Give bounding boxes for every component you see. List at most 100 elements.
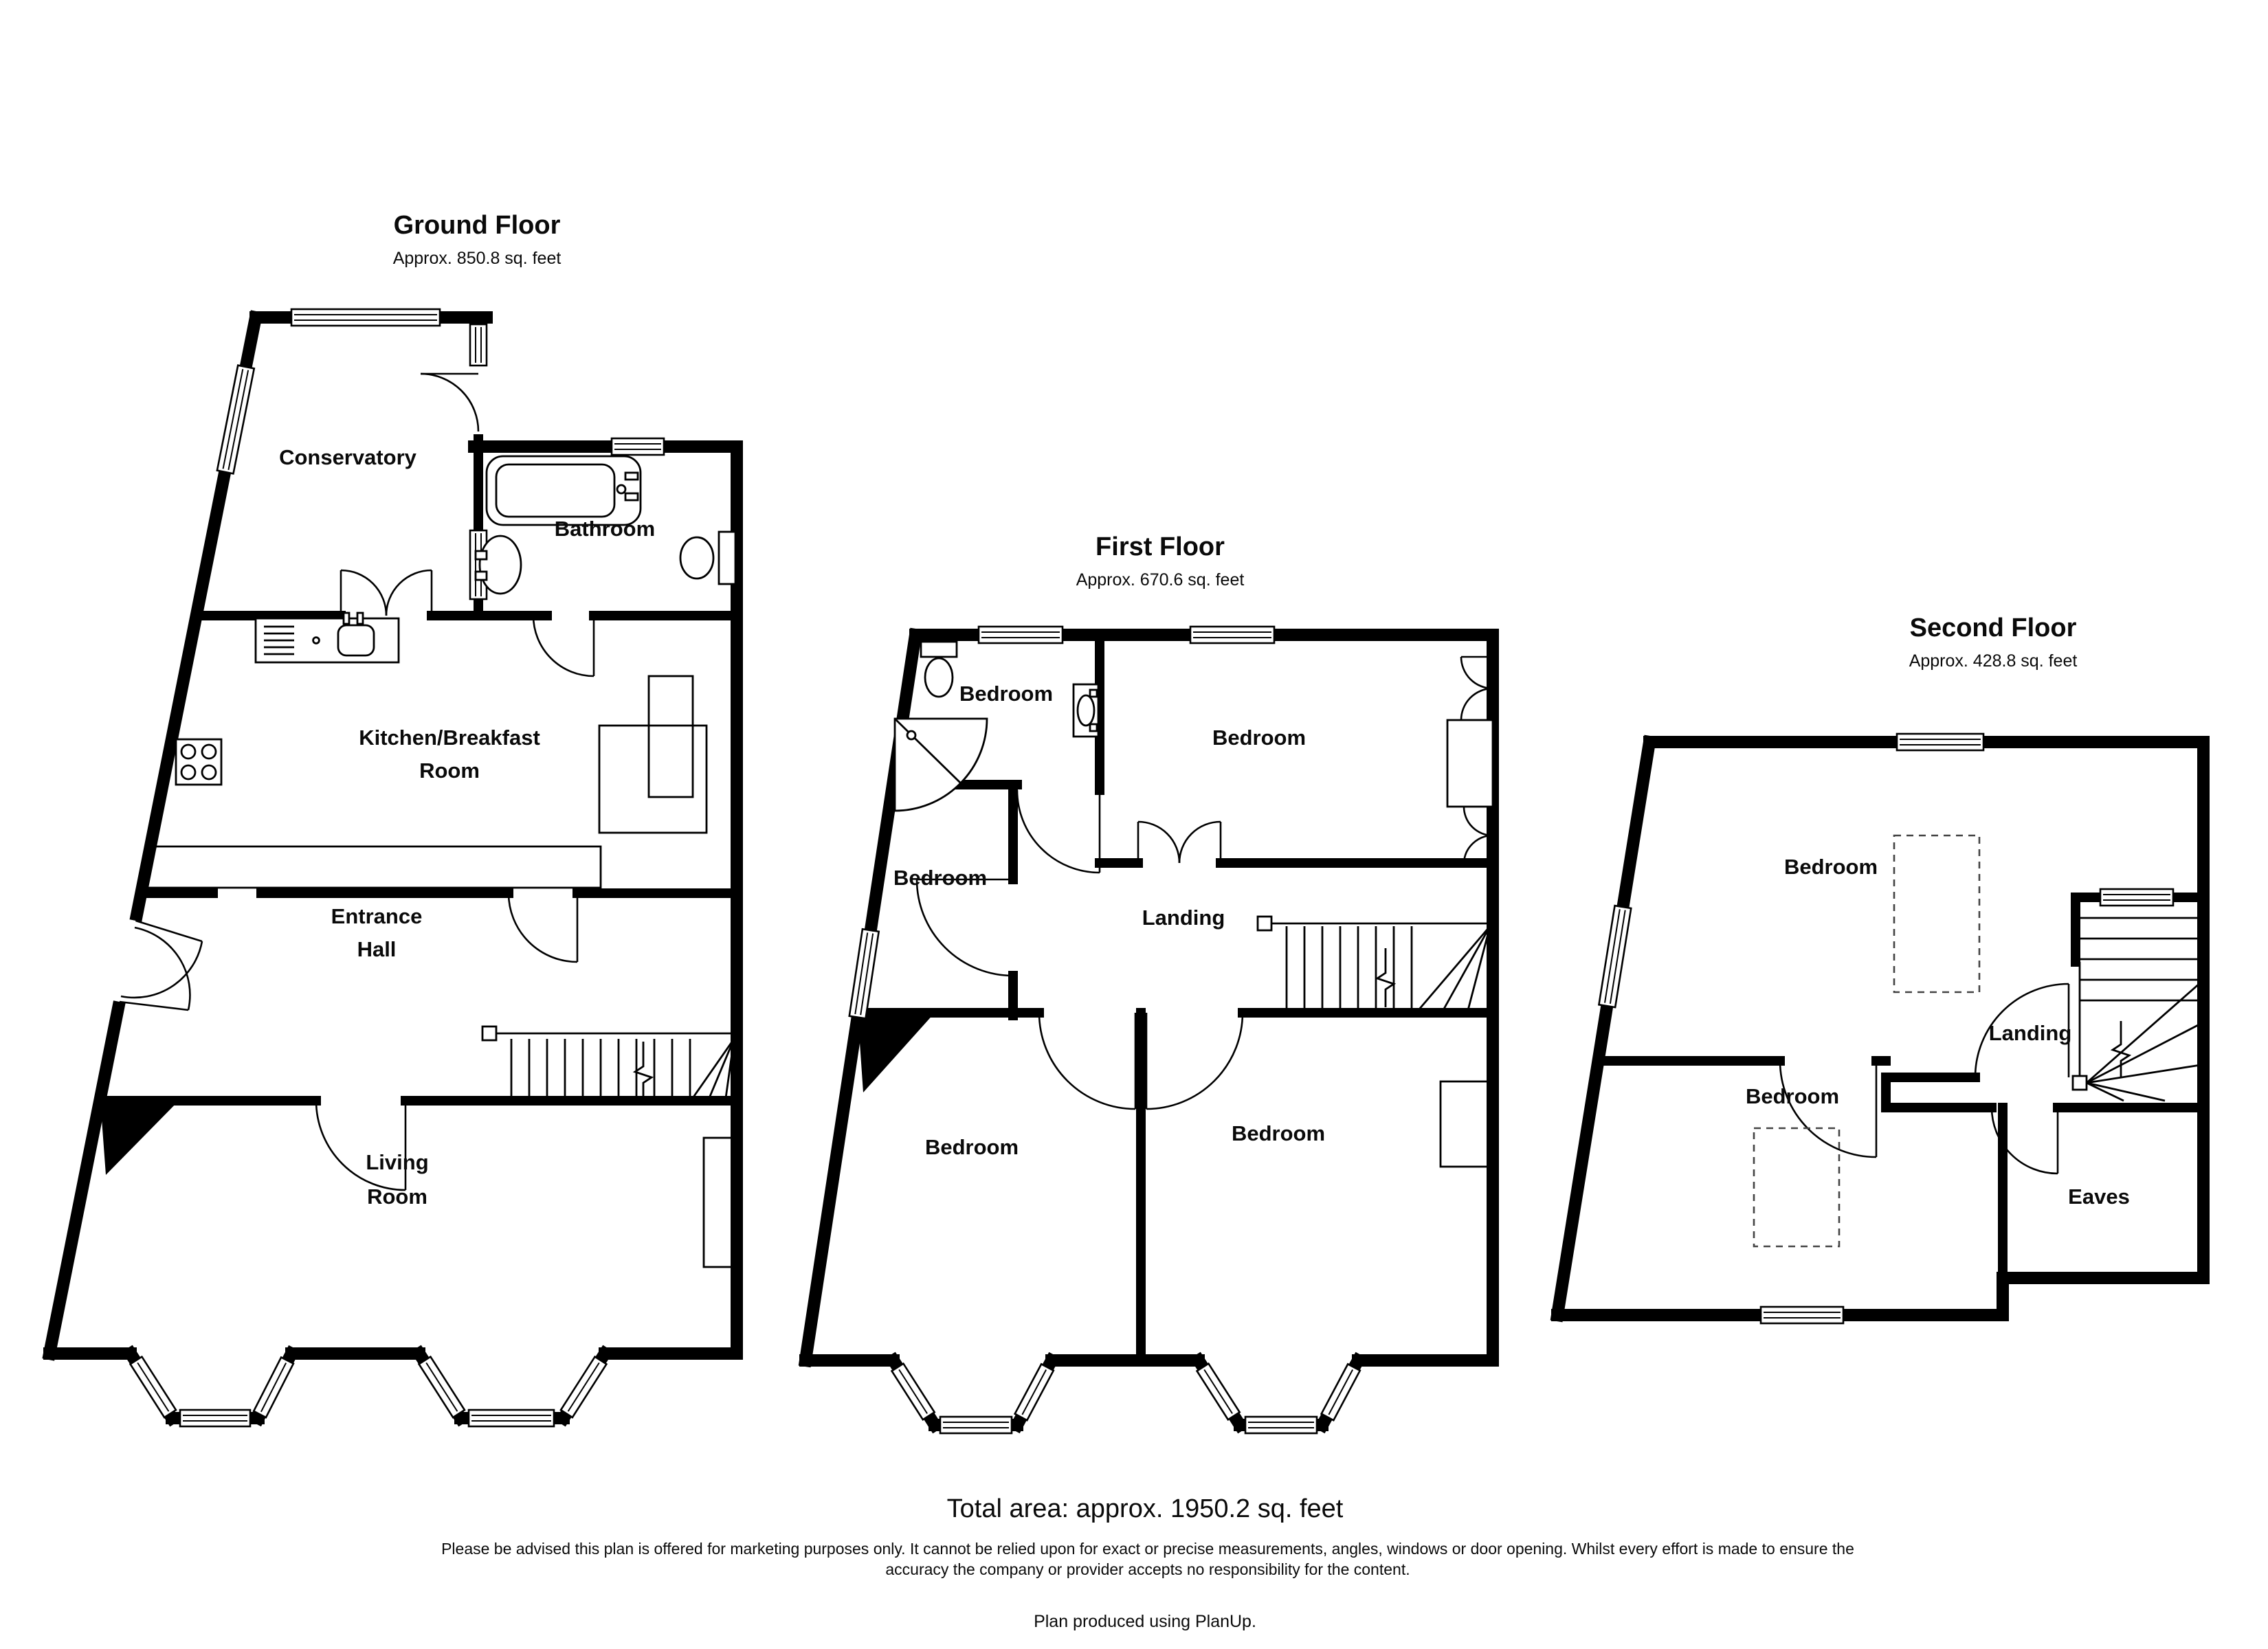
door-arc	[1974, 983, 2070, 1078]
room-label: Room	[367, 1185, 427, 1209]
disclaimer-line-2: accuracy the company or provider accepts…	[885, 1560, 1410, 1578]
room-label: Landing	[1989, 1021, 2072, 1045]
ground-floor-title: Ground Floor Approx. 850.8 sq. feet	[393, 211, 562, 268]
bay-window	[1013, 1362, 1055, 1422]
floor-title: Second Floor	[1910, 614, 2077, 642]
stairs-direction-mark	[2110, 1021, 2132, 1077]
room-label: Bedroom	[893, 866, 987, 890]
restricted-height-area	[1893, 834, 1981, 994]
toilet-cistern	[718, 530, 737, 585]
window	[977, 625, 1064, 644]
door-arc	[1038, 1012, 1137, 1110]
toilet	[924, 657, 954, 698]
floor-title: Ground Floor	[394, 211, 561, 240]
door-arc	[315, 1100, 407, 1191]
first-floor-title: First Floor Approx. 670.6 sq. feet	[1076, 532, 1245, 590]
sink	[1072, 683, 1100, 738]
total-area: Total area: approx. 1950.2 sq. feet	[947, 1494, 1344, 1523]
wardrobe	[1439, 1080, 1494, 1168]
room-label: Conservatory	[279, 445, 417, 469]
front-door	[119, 919, 203, 1011]
kitchen-counter	[142, 845, 602, 889]
stairs-direction-mark	[1375, 948, 1397, 1007]
first-floor-doors	[915, 655, 1493, 1110]
door-arc	[1990, 1107, 2059, 1175]
window	[1895, 732, 1985, 752]
door-arc	[532, 615, 595, 677]
bath-tap	[624, 471, 639, 481]
floor-area: Approx. 428.8 sq. feet	[1909, 651, 2078, 671]
front-door-opening	[111, 919, 144, 1004]
door-arc	[1016, 789, 1101, 874]
corner-chamfer	[858, 1013, 935, 1092]
window	[1759, 1305, 1845, 1325]
first-floor-labels: Bedroom Bedroom Bedroom Landing Bedroom …	[893, 682, 1325, 1159]
bath-drain	[616, 484, 627, 495]
first-floor: First Floor Approx. 670.6 sq. feet	[798, 532, 1499, 1435]
room-label: Room	[419, 759, 480, 783]
disclaimer-line-1: Please be advised this plan is offered f…	[441, 1540, 1854, 1558]
room-label: Bedroom	[959, 682, 1053, 706]
room-label: Bedroom	[1232, 1121, 1325, 1145]
bay-window	[467, 1409, 555, 1428]
bay-window	[252, 1356, 295, 1419]
first-floor-stairs	[1256, 915, 1491, 1011]
toilet	[679, 536, 715, 580]
window	[1597, 904, 1632, 1009]
room-label: Bedroom	[925, 1135, 1019, 1159]
window	[216, 364, 256, 475]
bay-window	[939, 1415, 1013, 1435]
ground-floor-stairs	[481, 1025, 735, 1099]
door-arc	[1145, 1012, 1244, 1110]
stairs-direction-mark	[632, 1042, 654, 1097]
bay-window	[417, 1355, 466, 1419]
corner-shower	[893, 717, 988, 812]
fireplace	[702, 1136, 735, 1268]
restricted-height-area	[1753, 1127, 1841, 1248]
ground-floor-labels: Conservatory Bathroom Kitchen/Breakfast …	[279, 445, 655, 1209]
bay-window	[559, 1355, 608, 1419]
kitchen-unit	[647, 675, 694, 798]
second-floor-windows	[1597, 732, 2175, 1325]
window	[2099, 888, 2175, 907]
bay-window	[1195, 1362, 1241, 1421]
corner-chamfer	[100, 1101, 179, 1175]
second-floor-title: Second Floor Approx. 428.8 sq. feet	[1909, 614, 2078, 671]
door-arc	[507, 893, 579, 963]
chimney-breast	[1446, 719, 1494, 808]
room-label: Bathroom	[555, 517, 655, 541]
room-label: Landing	[1142, 906, 1225, 930]
ground-floor-fixtures	[142, 455, 737, 1268]
window	[469, 323, 488, 367]
floor-area: Approx. 850.8 sq. feet	[393, 249, 562, 268]
double-door	[1137, 820, 1222, 864]
bay-window	[1244, 1415, 1318, 1435]
sink	[478, 535, 522, 595]
room-label: Bedroom	[1746, 1084, 1839, 1108]
french-doors	[340, 569, 433, 616]
credit: Plan produced using PlanUp.	[1034, 1612, 1256, 1631]
ground-floor: Ground Floor Approx. 850.8 sq. feet	[42, 211, 743, 1428]
kitchen-sink-unit	[254, 612, 400, 664]
second-floor-labels: Bedroom Landing Eaves Bedroom	[1746, 855, 2130, 1209]
floor-area: Approx. 670.6 sq. feet	[1076, 570, 1245, 590]
second-floor: Second Floor Approx. 428.8 sq. feet	[1550, 614, 2210, 1325]
room-label: Entrance	[331, 904, 423, 928]
door-arc	[420, 372, 480, 432]
bay-window	[179, 1409, 252, 1428]
window	[610, 437, 665, 456]
toilet-cistern	[920, 640, 958, 658]
ground-floor-doors	[119, 372, 595, 1191]
room-label: Living	[366, 1150, 428, 1174]
room-label: Eaves	[2068, 1185, 2130, 1209]
first-floor-fixtures	[893, 640, 1494, 1168]
window	[848, 928, 880, 1020]
window	[290, 308, 441, 327]
hob	[175, 738, 223, 786]
second-floor-fixtures	[1753, 834, 1981, 1248]
second-floor-walls	[1550, 734, 2210, 1323]
room-label: Kitchen/Breakfast	[359, 726, 540, 750]
door-arc	[915, 878, 1014, 977]
